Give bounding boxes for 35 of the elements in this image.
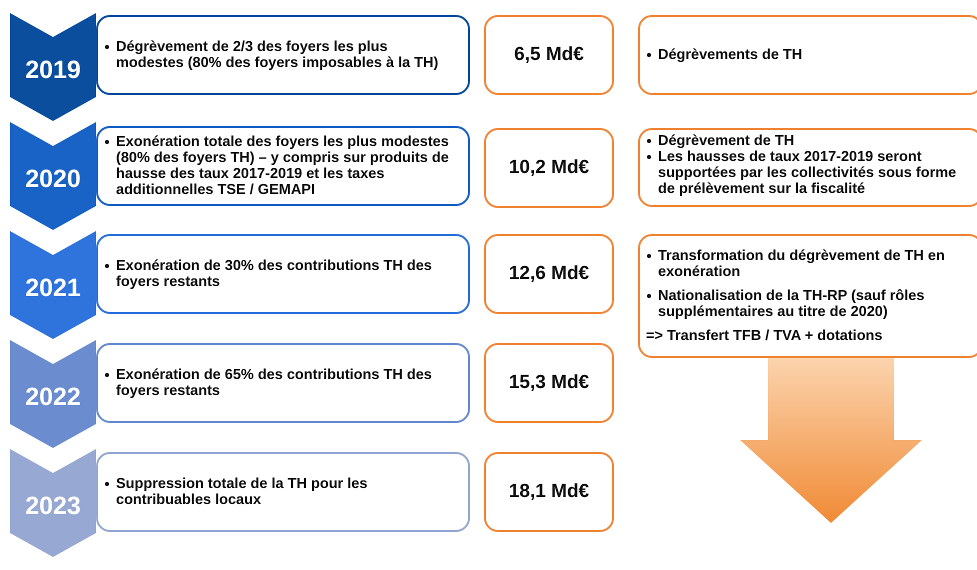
measure-box [96,452,470,532]
bullet-text: Suppression totale de la TH pour les contribuables locaux [116,476,368,508]
bullet-text: Nationalisation de la TH-RP (sauf rôles supplémentaires au titre de 2020) [658,288,924,320]
measure-box [96,126,470,206]
block-arrow [740,358,922,523]
effect-box [638,234,977,358]
measure-box [96,234,470,314]
year-label: 2022 [24,382,82,412]
year-label: 2020 [24,164,82,194]
note-text: => Transfert TFB / TVA + dotations [646,328,882,344]
year-band [10,13,96,121]
amount-box: 12,6 Md€ [484,234,614,314]
year-band [10,122,96,230]
amount-box: 18,1 Md€ [484,452,614,532]
bullet-text: Les hausses de taux 2017-2019 seront supportées par les collectivités sous forme de prélèvement sur la fiscalité [658,149,956,197]
year-label: 2021 [24,273,82,303]
year-label: 2019 [24,55,82,85]
year-band [10,449,96,557]
bullet-text: Dégrèvement de 2/3 des foyers les plus modestes (80% des foyers imposables à la TH) [116,39,438,71]
year-label: 2023 [24,491,82,521]
amount-box: 6,5 Md€ [484,15,614,95]
amount-box: 15,3 Md€ [484,343,614,423]
amount-box: 10,2 Md€ [484,128,614,208]
bullet-text: Dégrèvements de TH [658,47,802,63]
measure-box [96,15,470,95]
bullet-text: Exonération totale des foyers les plus modestes (80% des foyers TH) – y compris sur produits de hausse des taux 2017-2019 et les taxes additionnelles TSE / GEMAPI [116,134,449,198]
bullet-text: Exonération de 65% des contributions TH des foyers restants [116,367,432,399]
effect-box [638,128,977,207]
bullet-text: Transformation du dégrèvement de TH en exonération [658,248,945,280]
year-band [10,231,96,339]
effect-box [638,15,977,95]
bullet-text: Dégrèvement de TH [658,133,794,149]
year-band [10,340,96,448]
measure-box [96,343,470,423]
bullet-text: Exonération de 30% des contributions TH des foyers restants [116,258,432,290]
